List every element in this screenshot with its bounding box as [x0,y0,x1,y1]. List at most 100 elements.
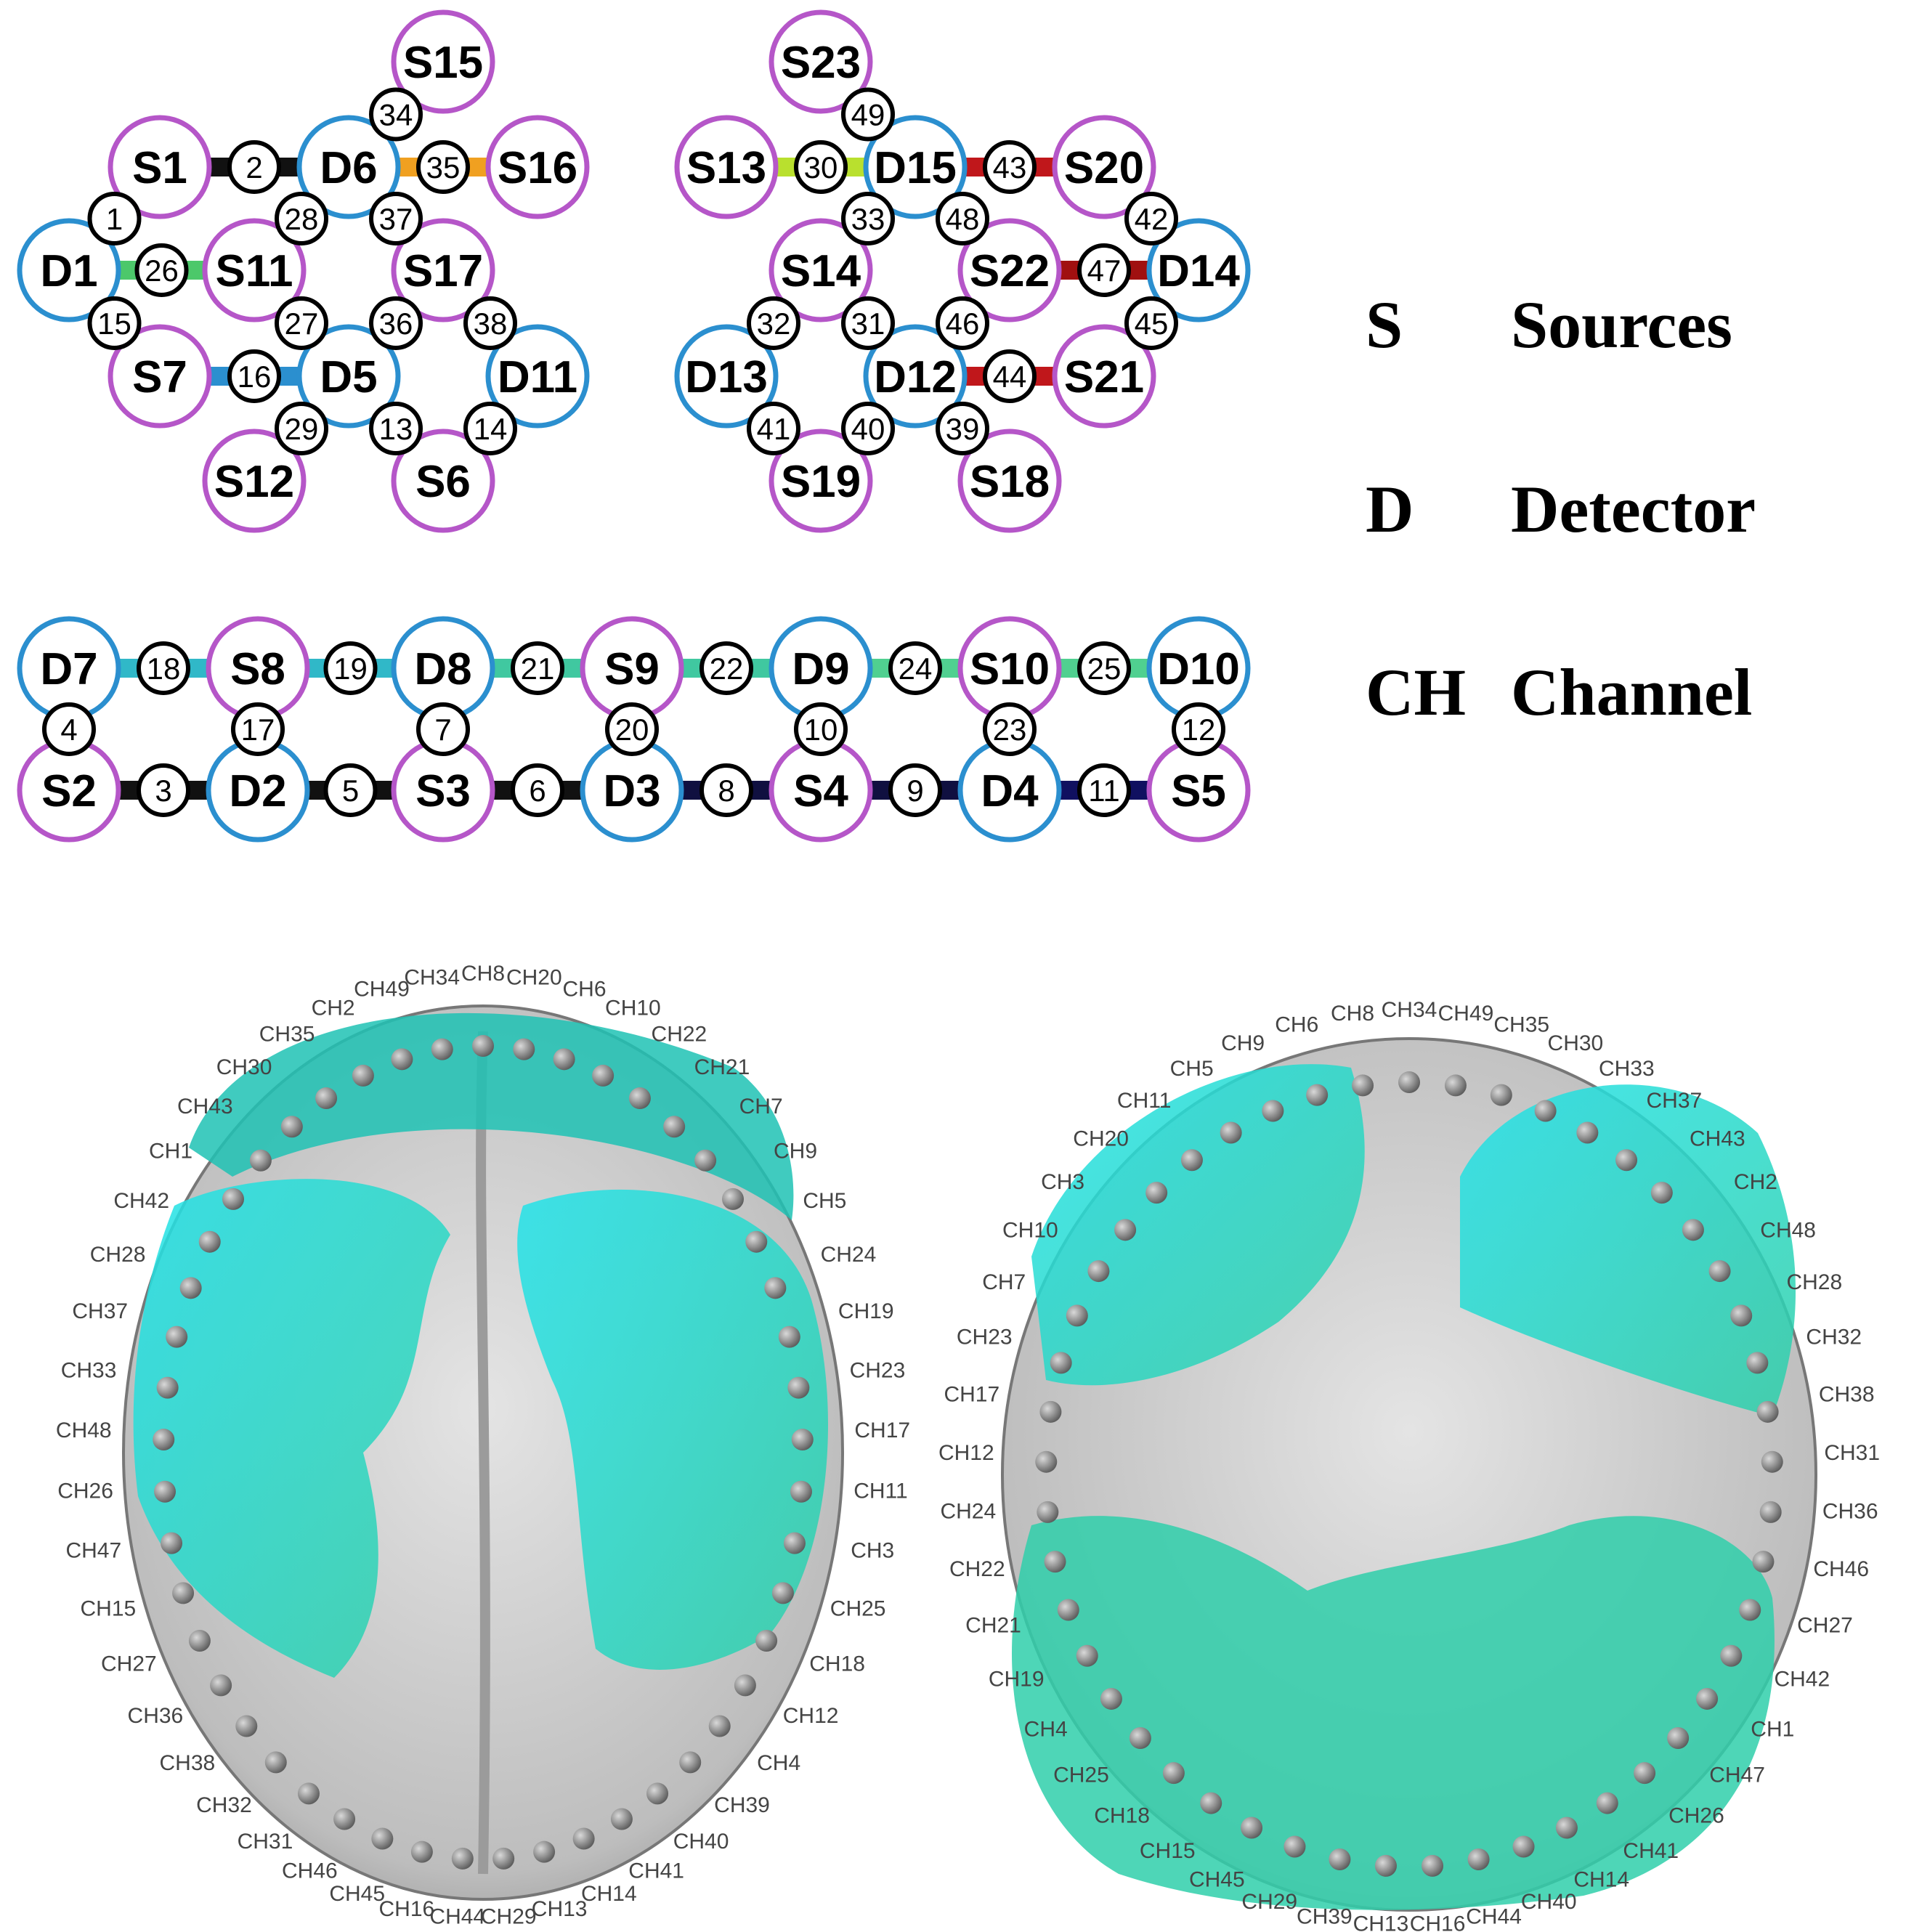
brain-left-electrode [188,1630,211,1652]
optode-label: D14 [1157,246,1240,296]
optode-label: D4 [981,766,1039,816]
brain-right-channel-label: CH6 [1275,1013,1318,1037]
brain-right-channel-label: CH40 [1521,1890,1577,1914]
brain-right-channel-label: CH5 [1170,1057,1214,1081]
brain-left-channel-label: CH30 [216,1055,272,1079]
detector-optode-d7: D7 [17,616,121,721]
channel-number: 26 [145,253,179,288]
channel-marker-33: 33 [841,192,895,245]
channel-marker-43: 43 [983,140,1037,194]
brain-right-channel-label: CH34 [1382,998,1437,1022]
channel-number: 19 [333,652,368,686]
optode-label: S15 [403,38,483,88]
channel-marker-36: 36 [369,296,423,350]
channel-marker-1: 1 [87,192,142,245]
brain-left-electrode [153,1429,175,1451]
optode-label: S2 [41,766,97,816]
channel-marker-29: 29 [275,402,328,455]
brain-left-electrode [694,1149,717,1172]
brain-left-electrode [333,1808,356,1830]
brain-left-channel-label: CH31 [238,1830,293,1854]
brain-left-channel-label: CH24 [821,1243,877,1267]
brain-right-channel-label: CH28 [1786,1270,1842,1294]
channel-marker-37: 37 [369,192,423,245]
brain-left-channel-label: CH4 [757,1751,800,1775]
brain-right-channel-label: CH22 [949,1557,1005,1581]
brain-left-electrode [572,1827,595,1850]
brain-left-channel-label: CH38 [159,1751,215,1775]
brain-right-electrode [1180,1149,1203,1172]
channel-number: 14 [474,412,508,446]
brain-right-electrodes [1035,1071,1783,1877]
channel-number: 35 [426,150,461,184]
source-optode-s18: S18 [957,429,1062,533]
detector-optode-d1: D1 [17,218,121,322]
brain-left-electrode [592,1064,615,1087]
brain-right-channel-label: CH13 [1353,1912,1409,1932]
brain-right-electrode [1752,1551,1775,1573]
channel-marker-31: 31 [841,296,895,350]
brain-right-electrode [1162,1762,1185,1785]
brain-right-electrode [1220,1121,1242,1144]
optode-label: S14 [781,246,861,296]
source-optode-s23: S23 [769,9,873,114]
channel-marker-42: 42 [1124,192,1178,245]
channel-number: 36 [379,307,413,341]
brain-right-activation-top-right [1460,1084,1796,1416]
channel-number: 33 [851,202,885,236]
channel-number: 31 [851,307,885,341]
channel-marker-20: 20 [605,702,659,756]
brain-right-channel-label: CH44 [1466,1904,1522,1928]
brain-left-channel-label: CH16 [379,1897,435,1921]
brain-left-channel-label: CH18 [809,1652,865,1676]
channel-marker-6: 6 [511,763,564,817]
channel-number: 17 [241,713,275,747]
brain-right-channel-label: CH14 [1573,1868,1629,1892]
channel-number: 5 [342,774,359,808]
brain-right-electrode [1490,1084,1512,1106]
brain-right-electrode [1720,1644,1743,1667]
brain-right-electrode [1512,1835,1535,1858]
channel-marker-44: 44 [983,349,1037,403]
source-optode-s13: S13 [674,115,779,219]
brain-left-activation-frontal [189,1012,794,1220]
brain-left-channel-label: CH13 [532,1897,588,1921]
brain-right-electrode [1200,1792,1222,1814]
brain-left-channel-label: CH20 [506,965,562,989]
detector-optode-d12: D12 [863,324,968,429]
brain-left-electrode [297,1782,320,1805]
brain-right-activation-bottom [1012,1516,1775,1910]
legend-label-sources: Sources [1511,288,1732,362]
channel-number: 21 [521,652,555,686]
brain-right-channel-label: CH10 [1002,1218,1058,1242]
brain-right-electrode [1145,1182,1168,1204]
brain-right-channel-label: CH27 [1797,1614,1853,1638]
brain-right-electrode [1374,1854,1397,1877]
optode-label: D5 [320,352,377,402]
detector-optode-d11: D11 [485,324,590,429]
brain-right-electrode [1352,1074,1374,1097]
brain-right-electrode [1057,1599,1079,1621]
optode-label: S22 [970,246,1050,296]
brain-left-electrode [787,1376,810,1399]
brain-right-electrode [1708,1260,1731,1283]
channel-marker-4: 4 [42,702,96,756]
source-optode-s22: S22 [957,218,1062,322]
channel-marker-49: 49 [841,87,895,142]
brain-left-electrode [156,1376,179,1399]
brain-left-electrode [771,1582,794,1604]
brain-right-channel-label: CH39 [1297,1904,1353,1928]
brain-left-electrode [790,1480,812,1503]
channel-marker-27: 27 [275,296,328,350]
brain-right-electrode [1759,1501,1782,1523]
brain-right-channel-label: CH37 [1646,1089,1702,1113]
brain-left-channel-label: CH10 [605,997,661,1020]
brain-left-electrode [179,1277,202,1299]
channel-marker-18: 18 [137,641,190,695]
brain-left-electrode [663,1116,686,1138]
source-optode-s16: S16 [485,115,590,219]
legend-label-detector: Detector [1511,472,1756,546]
brain-left-channel-label: CH6 [563,977,607,1001]
